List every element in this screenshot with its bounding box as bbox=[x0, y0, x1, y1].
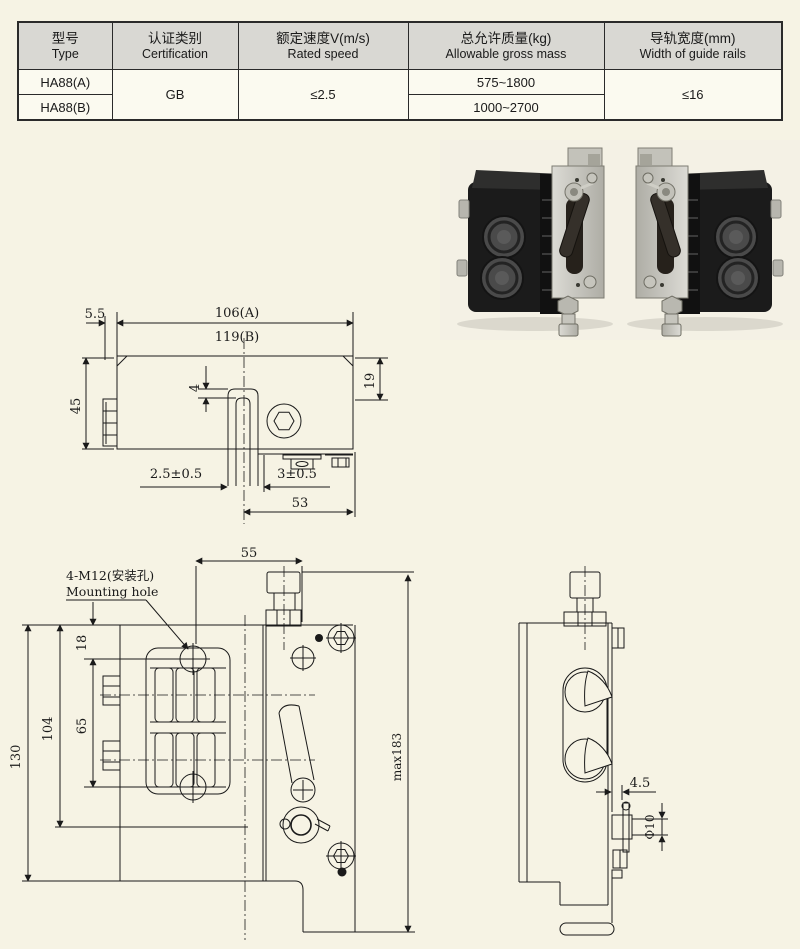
dim-106A: 106(A) bbox=[215, 306, 259, 321]
side-bolt-tab bbox=[458, 199, 470, 219]
drawing-front-view: 55 max183 130 104 18 65 4-M12(安装孔) Mount… bbox=[9, 546, 415, 940]
safety-gear-device bbox=[456, 147, 613, 337]
dim-45: 45 bbox=[69, 398, 84, 415]
front-view-centerlines bbox=[100, 566, 315, 940]
release-lever bbox=[559, 192, 590, 258]
dim-3: 3±0.5 bbox=[277, 467, 317, 482]
dim-4: 4 bbox=[188, 384, 203, 392]
cell-type-a: HA88(A) bbox=[17, 69, 113, 95]
mounting-hole-label-en: Mounting hole bbox=[66, 584, 158, 599]
dim-phi10: Φ10 bbox=[643, 814, 657, 839]
col-rated-speed: 额定速度V(m/s)Rated speed bbox=[237, 21, 409, 70]
knob-handle bbox=[580, 181, 594, 190]
side-view-dimensions bbox=[596, 785, 668, 851]
front-view-geometry bbox=[22, 571, 415, 933]
row-ha88a: HA88(A) GB ≤2.5 575~1800 ≤16 bbox=[17, 69, 783, 121]
plate-screw bbox=[586, 172, 598, 184]
side-view-geometry bbox=[518, 571, 663, 936]
top-view-geometry bbox=[102, 355, 354, 486]
col-rail-width: 导轨宽度(mm)Width of guide rails bbox=[603, 21, 783, 70]
device-shadow bbox=[457, 317, 613, 331]
cell-type-b: HA88(B) bbox=[17, 94, 113, 121]
dim-104: 104 bbox=[41, 717, 56, 742]
dim-119B: 119(B) bbox=[215, 330, 260, 345]
bottom-bolt-cap bbox=[558, 323, 579, 337]
cell-certification: GB bbox=[111, 69, 239, 121]
dim-65: 65 bbox=[75, 718, 90, 735]
roller-upper bbox=[482, 215, 526, 259]
housing-top-face bbox=[472, 170, 562, 190]
dim-130: 130 bbox=[9, 745, 24, 770]
dim-55: 55 bbox=[241, 546, 258, 561]
cell-mass-a: 575~1800 bbox=[407, 69, 605, 95]
drawing-side-view: 4.5 Φ10 bbox=[518, 566, 668, 936]
pivot-knob-center bbox=[570, 188, 578, 196]
plate-hole bbox=[575, 178, 579, 182]
drawing-top-view: 5.5 106(A) 119(B) 45 19 4 2.5±0.5 3±0.5 … bbox=[69, 306, 388, 524]
dim-4-5: 4.5 bbox=[630, 776, 651, 791]
dim-18: 18 bbox=[75, 635, 90, 652]
top-view-dimensions bbox=[82, 312, 388, 517]
bottom-hex-nut bbox=[557, 295, 579, 317]
bottom-bolt-shaft bbox=[561, 313, 576, 325]
cell-rated-speed: ≤2.5 bbox=[237, 69, 409, 121]
row-ha88b: HA88(B) 1000~2700 bbox=[17, 94, 782, 121]
cell-mass-b: 1000~2700 bbox=[407, 94, 605, 121]
col-gross-mass: 总允许质量(kg)Allowable gross mass bbox=[407, 21, 605, 70]
roller-lower bbox=[480, 256, 524, 300]
front-view-crosshairs bbox=[84, 623, 356, 871]
dim-2-5: 2.5±0.5 bbox=[150, 467, 202, 482]
plate-screw bbox=[583, 275, 597, 289]
mounting-hole-label-zh: 4-M12(安装孔) bbox=[66, 568, 154, 583]
dim-5-5: 5.5 bbox=[85, 307, 106, 322]
plate-hole bbox=[576, 283, 580, 287]
side-bolt-tab bbox=[456, 259, 468, 277]
cell-rail-width: ≤16 bbox=[603, 69, 783, 121]
front-view-dimensions bbox=[24, 557, 414, 933]
dim-19: 19 bbox=[363, 373, 378, 390]
dim-53: 53 bbox=[292, 496, 309, 511]
top-bracket-notch bbox=[588, 154, 600, 165]
product-photo bbox=[440, 140, 800, 340]
dim-max183: max183 bbox=[390, 733, 404, 781]
